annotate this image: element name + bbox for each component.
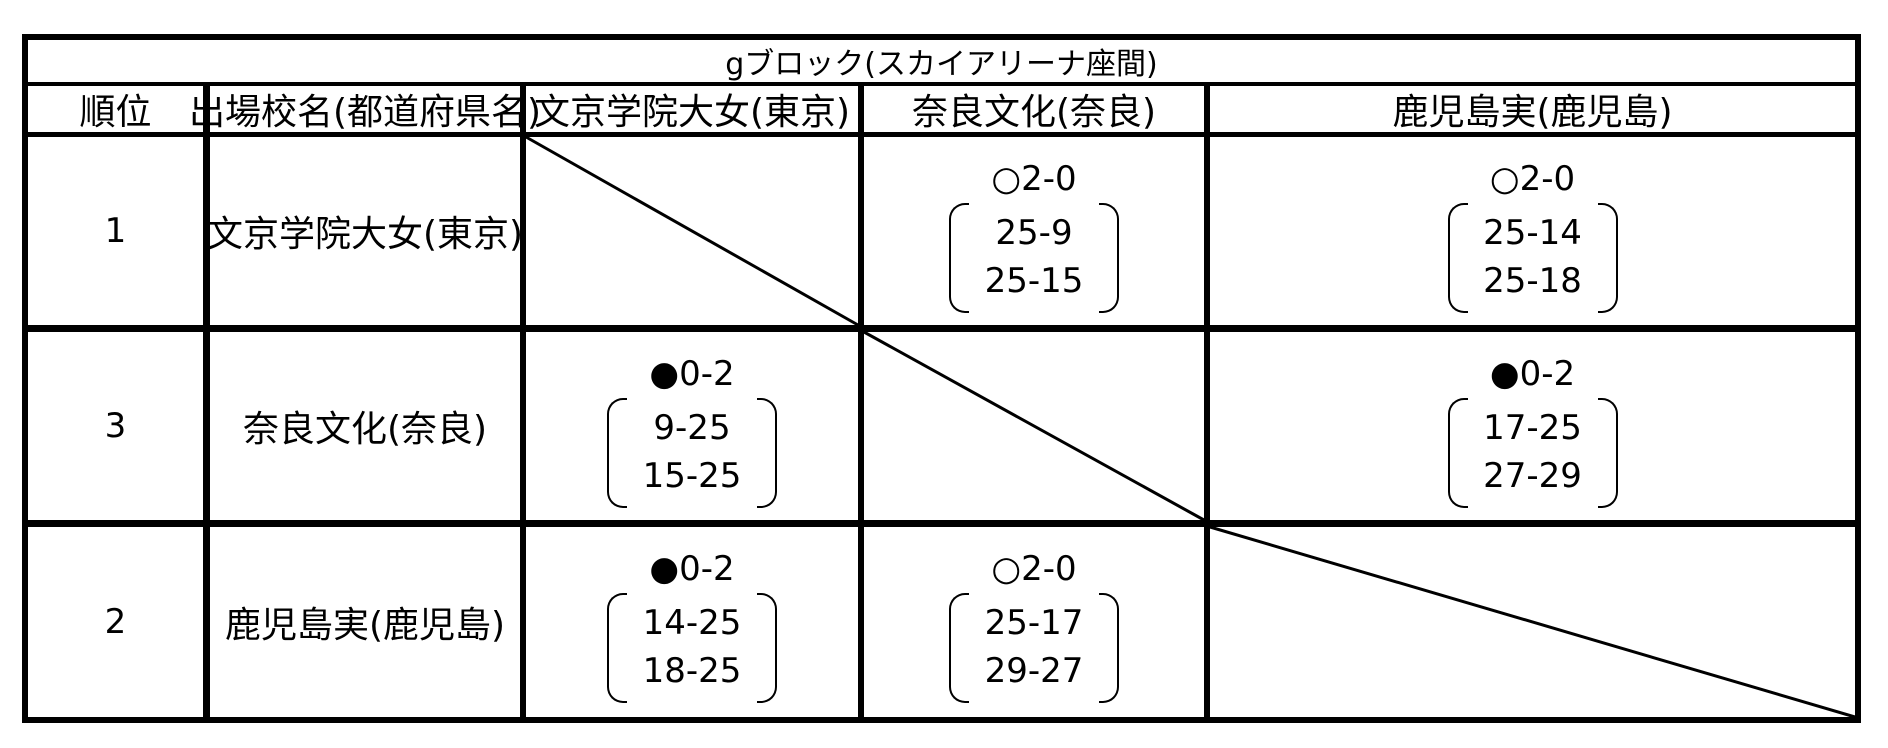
set-score: 17-25 xyxy=(1483,408,1582,448)
row-divider xyxy=(28,325,1855,332)
set-score: 25-15 xyxy=(984,261,1084,301)
set-score: 25-18 xyxy=(1483,261,1582,301)
block-title: gブロック(スカイアリーナ座間) xyxy=(725,47,1158,82)
set-scores: 25-9 25-15 xyxy=(949,203,1119,313)
diagonal-line xyxy=(525,135,859,327)
match-result: ○2-0 25-17 29-27 xyxy=(864,527,1204,717)
set-scores: 14-25 18-25 xyxy=(607,593,777,703)
set-scores: 9-25 15-25 xyxy=(607,398,777,508)
self-match-diagonals xyxy=(525,135,1855,717)
match-result: ●0-2 14-25 18-25 xyxy=(526,527,858,717)
win-mark-icon: ○ xyxy=(1489,159,1520,199)
match-score: 0-2 xyxy=(1519,354,1576,394)
header-team-2: 奈良文化(奈良) xyxy=(911,92,1157,133)
loss-mark-icon: ● xyxy=(649,354,680,394)
set-scores: 17-25 27-29 xyxy=(1447,398,1618,508)
match-result: ●0-2 9-25 15-25 xyxy=(526,332,858,520)
match-result: ○2-0 25-14 25-18 xyxy=(1210,137,1855,325)
match-score: 0-2 xyxy=(679,354,735,394)
header-rank: 順位 xyxy=(79,92,152,133)
set-scores: 25-14 25-18 xyxy=(1447,203,1618,313)
school-name-cell: 奈良文化(奈良) xyxy=(242,409,488,450)
title-divider xyxy=(28,82,1855,86)
match-result: ●0-2 17-25 27-29 xyxy=(1210,332,1855,520)
left-bracket-icon xyxy=(949,593,969,703)
set-score: 15-25 xyxy=(642,456,742,496)
rank-cell: 3 xyxy=(104,406,127,446)
match-score: 2-0 xyxy=(1021,549,1077,589)
header-divider xyxy=(28,132,1855,137)
set-score: 18-25 xyxy=(642,651,742,691)
diagonal-line xyxy=(863,330,1205,522)
column-divider xyxy=(520,86,526,717)
left-bracket-icon xyxy=(1447,398,1468,508)
left-bracket-icon xyxy=(949,203,969,313)
loss-mark-icon: ● xyxy=(649,549,680,589)
set-score: 25-9 xyxy=(995,213,1073,253)
rank-cell: 2 xyxy=(104,602,127,642)
match-score: 2-0 xyxy=(1021,159,1077,199)
school-name-cell: 文京学院大女(東京) xyxy=(206,214,524,255)
column-divider xyxy=(858,86,864,717)
column-divider xyxy=(203,86,210,717)
match-score: 2-0 xyxy=(1519,159,1576,199)
set-score: 9-25 xyxy=(653,408,731,448)
column-divider xyxy=(1204,86,1210,717)
loss-mark-icon: ● xyxy=(1489,354,1520,394)
header-school: 出場校名(都道府県名) xyxy=(188,92,542,133)
set-score: 27-29 xyxy=(1483,456,1582,496)
win-mark-icon: ○ xyxy=(991,159,1022,199)
set-score: 14-25 xyxy=(642,603,742,643)
left-bracket-icon xyxy=(1447,203,1468,313)
rank-cell: 1 xyxy=(104,211,127,251)
header-team-1: 文京学院大女(東京) xyxy=(533,92,851,133)
row-divider xyxy=(28,520,1855,527)
left-bracket-icon xyxy=(607,593,627,703)
set-score: 25-17 xyxy=(984,603,1084,643)
set-scores: 25-17 29-27 xyxy=(949,593,1119,703)
standings-table: gブロック(スカイアリーナ座間) 順位 出場校名(都道府県名) 文京学院大女(東… xyxy=(22,34,1861,723)
left-bracket-icon xyxy=(607,398,627,508)
match-result: ○2-0 25-9 25-15 xyxy=(864,137,1204,325)
header-team-3: 鹿児島実(鹿児島) xyxy=(1392,92,1673,133)
match-score: 0-2 xyxy=(679,549,735,589)
set-score: 29-27 xyxy=(984,651,1084,691)
diagonal-line xyxy=(1209,525,1855,717)
win-mark-icon: ○ xyxy=(991,549,1022,589)
set-score: 25-14 xyxy=(1483,213,1582,253)
school-name-cell: 鹿児島実(鹿児島) xyxy=(224,605,506,646)
